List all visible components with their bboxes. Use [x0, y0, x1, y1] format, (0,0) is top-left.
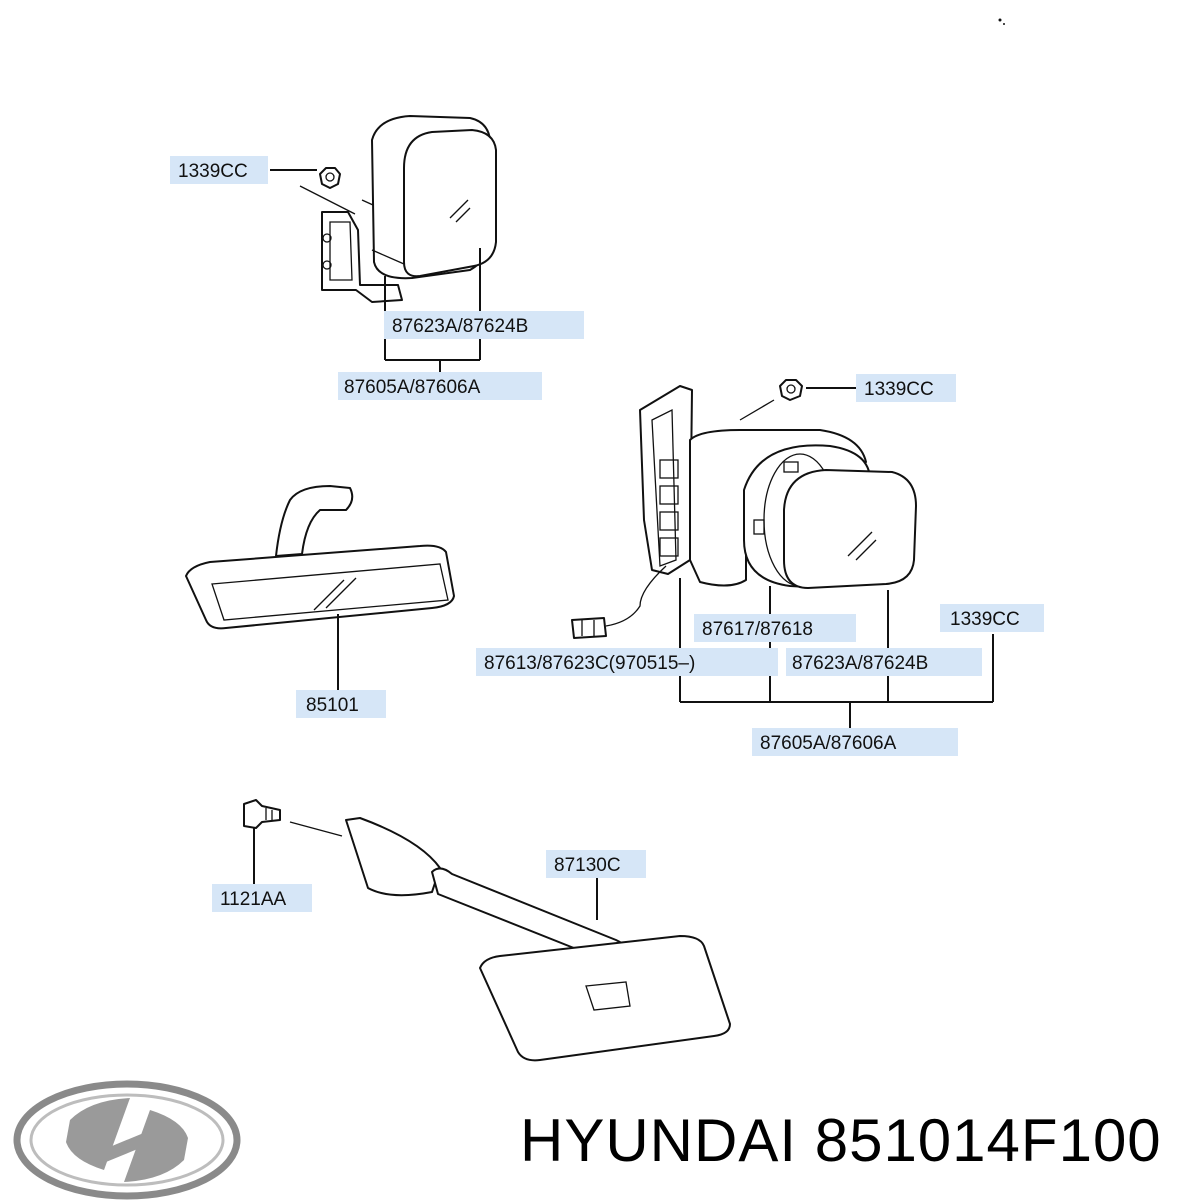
svg-text:87623A/87624B: 87623A/87624B: [392, 316, 528, 337]
hyundai-logo: [13, 1080, 241, 1200]
svg-text:87623A/87624B: 87623A/87624B: [792, 653, 928, 674]
side-mirror-upper-illustration: [321, 115, 497, 303]
part-label-1339cc-lower: 1339CC: [940, 604, 1044, 632]
part-label-87605a-right: 87605A/87606A: [752, 728, 958, 756]
svg-text:85101: 85101: [306, 695, 359, 716]
svg-text:1339CC: 1339CC: [864, 379, 934, 400]
part-label-87605a-upper: 87605A/87606A: [338, 372, 542, 400]
part-label-87617: 87617/87618: [694, 614, 856, 642]
svg-text:87605A/87606A: 87605A/87606A: [760, 733, 897, 754]
brand-name: HYUNDAI: [520, 1107, 798, 1174]
svg-text:87605A/87606A: 87605A/87606A: [344, 377, 481, 398]
part-label-1339cc-right: 1339CC: [856, 374, 956, 402]
nut-upper-illustration: [319, 167, 341, 189]
svg-text:1339CC: 1339CC: [950, 609, 1020, 630]
part-label-1121aa: 1121AA: [212, 884, 312, 912]
nut-right-illustration: [779, 379, 803, 401]
part-label-87623a-upper: 87623A/87624B: [384, 311, 584, 339]
svg-text:1121AA: 1121AA: [220, 889, 287, 910]
part-label-87613: 87613/87623C(970515–): [476, 648, 778, 676]
part-label-1339cc-upper: 1339CC: [170, 156, 268, 184]
part-label-87623a-right: 87623A/87624B: [786, 648, 982, 676]
footer-caption: HYUNDAI 851014F100: [520, 1106, 1162, 1175]
part-number: 851014F100: [814, 1107, 1162, 1174]
svg-text:87617/87618: 87617/87618: [702, 619, 813, 640]
stem-mirror-illustration: [243, 799, 731, 1062]
svg-text:1339CC: 1339CC: [178, 161, 248, 182]
corner-dot: [1003, 23, 1005, 25]
svg-text:87613/87623C(970515–): 87613/87623C(970515–): [484, 653, 695, 674]
leader-line: [289, 821, 343, 837]
part-label-87130c: 87130C: [546, 850, 646, 878]
corner-dot: [998, 18, 1002, 22]
leader-line: [739, 399, 775, 421]
leader-line: [299, 185, 356, 215]
side-mirror-power-illustration: [571, 385, 917, 639]
part-label-85101: 85101: [296, 690, 386, 718]
svg-text:87130C: 87130C: [554, 855, 621, 876]
inside-mirror-illustration: [185, 485, 455, 630]
